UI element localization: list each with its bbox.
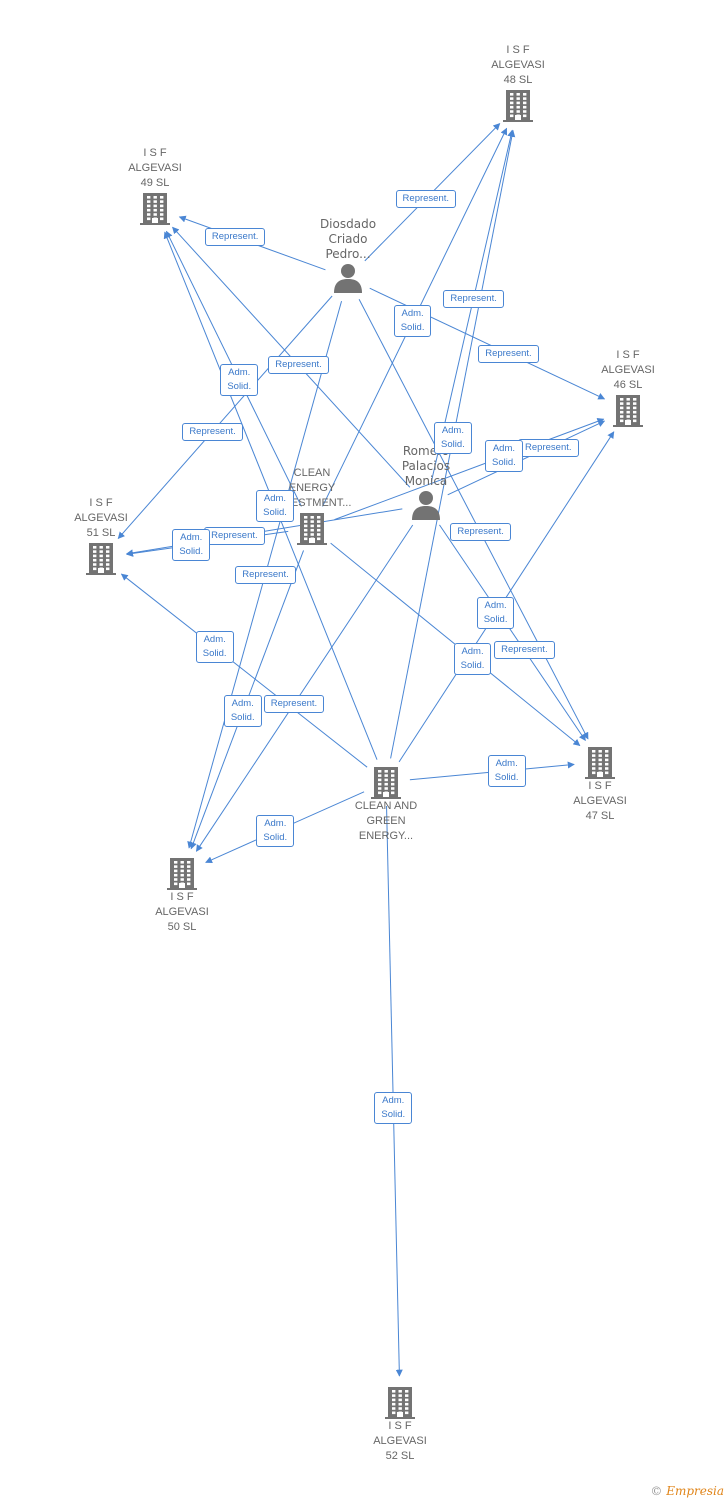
node-label: I S F ALGEVASI 47 SL xyxy=(573,780,627,822)
edge-label[interactable]: Represent. xyxy=(263,695,325,714)
building-icon xyxy=(167,858,197,890)
edge-label[interactable]: Represent. xyxy=(450,523,511,542)
edge-clean_green-isf52 xyxy=(386,805,403,1377)
edge-romero-isf47 xyxy=(439,524,586,742)
building-icon xyxy=(613,395,643,427)
node-label: Diosdado Criado Pedro... xyxy=(319,217,377,261)
edge-label[interactable]: Represent. xyxy=(518,438,579,457)
edge-label[interactable]: Adm. Solid. xyxy=(256,490,294,523)
building-icon xyxy=(297,513,327,545)
person-icon xyxy=(412,491,440,520)
edge-label[interactable]: Adm. Solid. xyxy=(434,422,472,455)
footer: © Empresia xyxy=(650,1484,724,1498)
node-label: I S F ALGEVASI 52 SL xyxy=(373,1420,427,1462)
edge-clean_inv-isf46 xyxy=(334,418,605,521)
node-label: I S F ALGEVASI 48 SL xyxy=(491,44,545,86)
company-node-isf48[interactable]: I S F ALGEVASI 48 SL xyxy=(463,43,573,122)
edge-label[interactable]: Adm. Solid. xyxy=(223,695,262,728)
person-node-diosdado[interactable]: Diosdado Criado Pedro... xyxy=(293,217,403,294)
edge-label[interactable]: Adm. Solid. xyxy=(256,815,295,848)
edge-label[interactable]: Represent. xyxy=(478,344,539,363)
edge-label[interactable]: Adm. Solid. xyxy=(195,631,234,664)
company-node-isf51[interactable]: I S F ALGEVASI 51 SL xyxy=(46,496,156,575)
edge-diosdado-isf51 xyxy=(117,295,333,540)
company-node-isf49[interactable]: I S F ALGEVASI 49 SL xyxy=(100,146,210,225)
edge-label[interactable]: Adm. Solid. xyxy=(476,597,515,630)
company-node-isf50[interactable]: I S F ALGEVASI 50 SL xyxy=(127,856,237,935)
brand-logo[interactable]: Empresia xyxy=(666,1484,724,1498)
node-label: I S F ALGEVASI 49 SL xyxy=(128,147,182,189)
edge-romero-isf50 xyxy=(195,524,414,852)
edge-label[interactable]: Represent. xyxy=(204,527,265,546)
building-icon xyxy=(385,1387,415,1419)
copyright-icon: © xyxy=(650,1484,663,1498)
building-icon xyxy=(503,90,533,122)
node-label: I S F ALGEVASI 46 SL xyxy=(601,349,655,391)
edge-romero-isf46 xyxy=(447,420,606,496)
person-icon xyxy=(334,264,362,293)
edge-label[interactable]: Represent. xyxy=(182,422,243,441)
person-node-romero[interactable]: Romero Palacios Monica xyxy=(371,444,481,521)
edge-label[interactable]: Adm. Solid. xyxy=(487,754,526,787)
edge-label[interactable]: Represent. xyxy=(443,289,504,308)
edge-label[interactable]: Adm. Solid. xyxy=(374,1092,413,1125)
edge-diosdado-isf47 xyxy=(358,299,589,740)
company-node-isf47[interactable]: I S F ALGEVASI 47 SL xyxy=(545,745,655,824)
node-label: I S F ALGEVASI 51 SL xyxy=(74,497,128,539)
edge-label[interactable]: Adm. Solid. xyxy=(220,363,259,396)
node-label: CLEAN AND GREEN ENERGY... xyxy=(354,800,418,842)
edge-label[interactable]: Adm. Solid. xyxy=(393,305,432,338)
building-icon xyxy=(140,193,170,225)
edge-label[interactable]: Represent. xyxy=(395,190,457,209)
company-node-clean_green[interactable]: CLEAN AND GREEN ENERGY... xyxy=(331,765,441,844)
edge-label[interactable]: Adm. Solid. xyxy=(453,642,492,675)
company-node-isf46[interactable]: I S F ALGEVASI 46 SL xyxy=(573,348,683,427)
building-icon xyxy=(585,747,615,779)
node-label: I S F ALGEVASI 50 SL xyxy=(155,891,209,933)
edge-label[interactable]: Adm. Solid. xyxy=(172,529,211,562)
company-node-isf52[interactable]: I S F ALGEVASI 52 SL xyxy=(345,1385,455,1464)
building-icon xyxy=(86,543,116,575)
building-icon xyxy=(371,767,401,799)
edge-clean_green-isf51 xyxy=(120,573,368,768)
edge-label[interactable]: Represent. xyxy=(204,227,266,246)
edge-label[interactable]: Represent. xyxy=(235,565,296,584)
edge-label[interactable]: Represent. xyxy=(494,640,555,659)
edge-label[interactable]: Represent. xyxy=(268,356,329,375)
edge-label[interactable]: Adm. Solid. xyxy=(485,440,523,473)
edge-clean_green-isf46 xyxy=(398,431,615,763)
